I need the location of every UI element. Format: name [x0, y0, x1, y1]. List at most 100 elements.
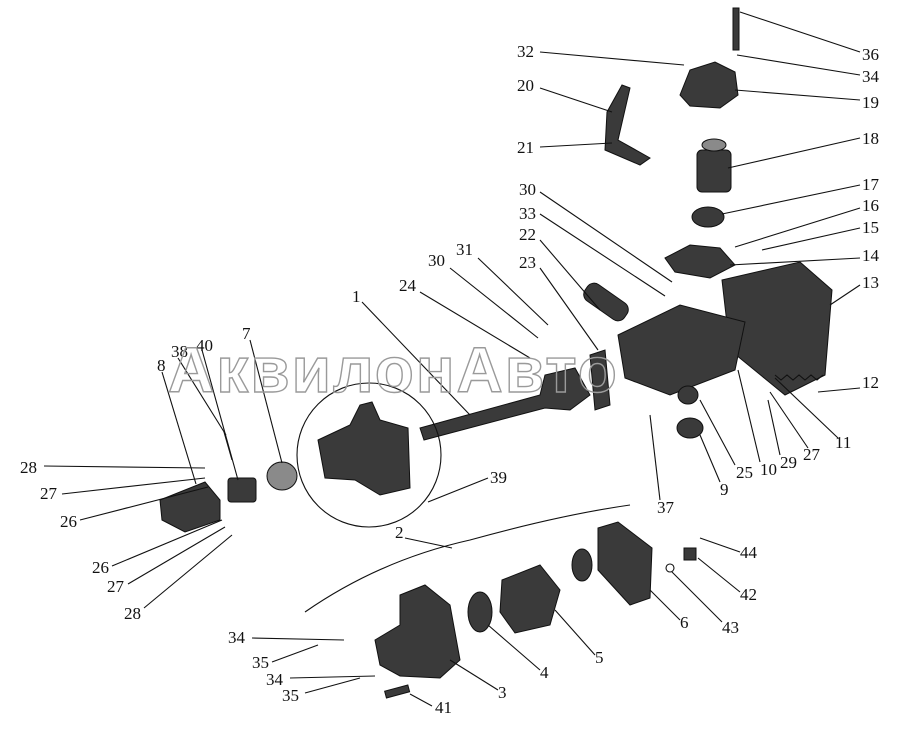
- callout-27: 27: [107, 577, 125, 596]
- part-17-ring: [691, 206, 725, 228]
- part-36-bolt: [732, 7, 740, 51]
- leader-line-11: [774, 377, 839, 439]
- callout-40: 40: [196, 336, 213, 355]
- leader-line-6: [649, 589, 681, 621]
- callout-17: 17: [862, 175, 880, 194]
- part-10-fork: [617, 304, 746, 396]
- callout-15: 15: [862, 218, 879, 237]
- callout-18: 18: [862, 129, 879, 148]
- callout-21: 21: [517, 138, 534, 157]
- part-42-nut: [683, 547, 697, 561]
- callout-43: 43: [722, 618, 739, 637]
- leader-line-26: [79, 486, 209, 521]
- callout-16: 16: [862, 196, 879, 215]
- leader-line-7: [249, 339, 283, 464]
- leader-line-35: [304, 677, 361, 694]
- leader-line-15: [761, 227, 861, 251]
- callout-26: 26: [92, 558, 109, 577]
- leader-line-10: [737, 369, 761, 463]
- leader-line-34: [289, 675, 376, 679]
- callout-39: 39: [490, 468, 507, 487]
- watermark: АквилонАвто: [168, 334, 619, 406]
- leader-line-2: [404, 537, 453, 549]
- leader-line-5: [554, 609, 596, 656]
- part-3-housing: [374, 584, 461, 679]
- leader-line-37: [649, 414, 661, 501]
- part-6-flange: [597, 521, 653, 606]
- part-14-base: [664, 244, 736, 279]
- callout-5: 5: [595, 648, 604, 667]
- leader-line-41: [409, 693, 433, 707]
- leader-line-9: [699, 434, 721, 483]
- callout-34: 34: [228, 628, 246, 647]
- part-4-washer: [467, 591, 493, 633]
- part-20-21-lever: [604, 84, 651, 166]
- leader-line-40: [201, 349, 239, 481]
- leader-line-26: [111, 519, 223, 567]
- part-2-housing: [317, 401, 411, 496]
- leader-line-34: [736, 54, 861, 76]
- leader-line-27: [61, 477, 206, 495]
- leader-line-34: [251, 637, 345, 641]
- leader-line-12: [817, 387, 861, 393]
- detail-circle: [296, 382, 442, 528]
- leader-line-27: [127, 526, 226, 585]
- leader-line-29: [767, 399, 781, 456]
- callout-7: 7: [242, 324, 251, 343]
- callout-27: 27: [803, 445, 821, 464]
- leader-line-33: [539, 213, 666, 297]
- callout-41: 41: [435, 698, 452, 717]
- callout-25: 25: [736, 463, 753, 482]
- part-4-ring: [571, 548, 593, 582]
- callout-30: 30: [428, 251, 445, 270]
- leader-line-30: [449, 267, 539, 339]
- callout-33: 33: [519, 204, 536, 223]
- part-43-ring: [665, 563, 675, 573]
- callout-22: 22: [519, 225, 536, 244]
- callout-12: 12: [862, 373, 879, 392]
- leader-line-28: [43, 465, 206, 469]
- callout-27: 27: [40, 484, 58, 503]
- callout-20: 20: [517, 76, 534, 95]
- callout-44: 44: [740, 543, 758, 562]
- callout-8: 8: [157, 356, 166, 375]
- part-1-shaft: [419, 367, 591, 441]
- callout-10: 10: [760, 460, 777, 479]
- leader-line-28: [143, 534, 233, 609]
- part-25-nut: [677, 385, 699, 405]
- part-12-spring: [774, 374, 824, 381]
- leader-lines: [43, 11, 861, 707]
- leader-line-43: [671, 571, 723, 623]
- leader-line-14: [729, 257, 861, 266]
- part-7-bushing: [266, 461, 298, 491]
- callout-14: 14: [862, 246, 880, 265]
- callout-4: 4: [540, 663, 549, 682]
- leader-line-22: [539, 239, 601, 311]
- leader-line-19: [734, 89, 861, 101]
- callout-38: 38: [171, 342, 188, 361]
- callout-28: 28: [124, 604, 141, 623]
- callout-11: 11: [835, 433, 851, 452]
- leader-line-16: [734, 207, 861, 248]
- callout-37: 37: [657, 498, 675, 517]
- part-9-bushing: [676, 417, 704, 439]
- callout-35: 35: [252, 653, 269, 672]
- callout-35: 35: [282, 686, 299, 705]
- part-18-plunger: [696, 149, 732, 193]
- callout-6: 6: [680, 613, 689, 632]
- leader-line-27: [769, 391, 809, 449]
- leader-line-1: [361, 301, 471, 416]
- leader-line-42: [697, 557, 741, 593]
- callout-32: 32: [517, 42, 534, 61]
- leader-line-32: [539, 51, 685, 66]
- leader-line-44: [699, 537, 741, 553]
- leader-line-38: [177, 357, 227, 436]
- part-23-plate: [589, 349, 611, 411]
- callout-3: 3: [498, 683, 507, 702]
- callout-9: 9: [720, 480, 729, 499]
- callout-19: 19: [862, 93, 879, 112]
- leader-line-30: [539, 191, 673, 283]
- callout-29: 29: [780, 453, 797, 472]
